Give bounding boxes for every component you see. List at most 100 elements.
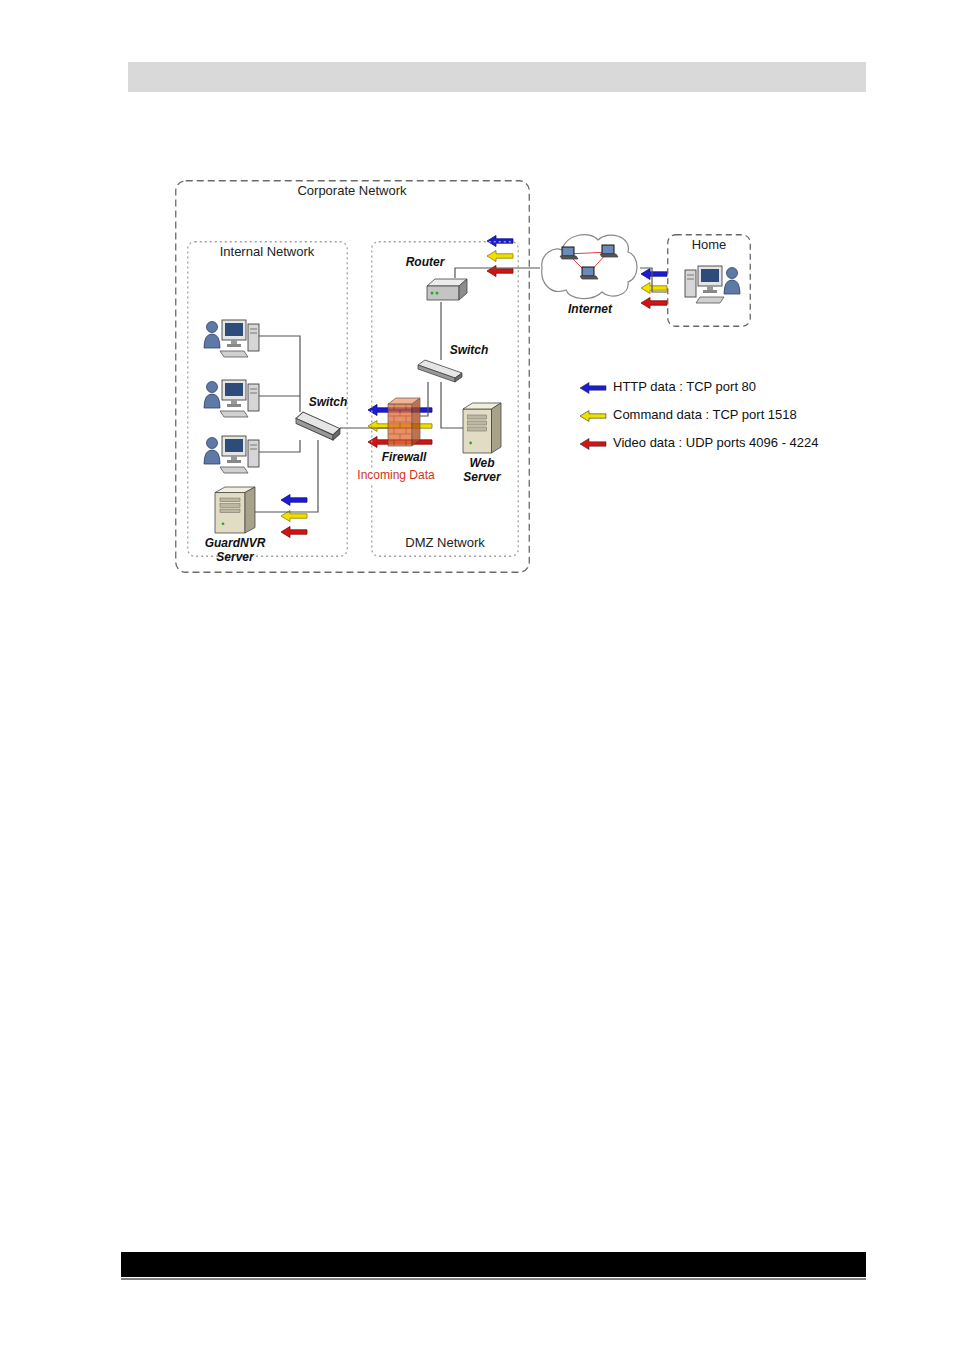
legend-text: Command data : TCP port 1518 <box>613 408 797 423</box>
legend-text: HTTP data : TCP port 80 <box>613 380 756 395</box>
zone-outline <box>188 242 348 557</box>
footer-rule <box>121 1279 866 1280</box>
header-bar <box>128 62 866 92</box>
server-front <box>215 493 245 533</box>
device-label: Switch <box>450 344 489 358</box>
switch-side <box>455 373 462 382</box>
brick-line <box>406 428 407 434</box>
brick-line <box>394 440 395 446</box>
device-label: Web Server <box>457 457 507 485</box>
zone-outline <box>372 242 519 557</box>
zone-outline <box>668 235 751 327</box>
network-link <box>441 382 463 428</box>
brick-line <box>406 404 407 410</box>
wire <box>259 440 300 452</box>
switch-front <box>296 418 333 440</box>
server-icon-shape <box>215 487 255 533</box>
network-zone: SwitchGuardNVR Server Internal Network <box>187 241 348 557</box>
wall-side <box>412 398 420 446</box>
video-arrow <box>281 527 307 538</box>
legend-swatch <box>579 437 607 451</box>
brick-line <box>394 404 395 410</box>
drive-bay <box>220 504 240 508</box>
legend-swatch <box>579 409 607 423</box>
firewall-wall <box>388 398 420 446</box>
switch-front <box>418 365 455 382</box>
video-arrow <box>487 266 513 277</box>
workstation-icon <box>204 436 259 473</box>
legend-swatch <box>579 381 607 395</box>
laptop-base <box>560 256 578 259</box>
laptop-screen <box>602 245 614 254</box>
switch-icon-shape <box>296 412 340 440</box>
workstation-icon <box>685 266 740 303</box>
network-link <box>420 382 428 416</box>
flow-note: Incoming Data <box>355 469 436 483</box>
server-light <box>222 523 225 526</box>
router-icon: Router <box>427 278 467 302</box>
firewall-icon-shape <box>388 398 420 446</box>
legend-row: Video data : UDP ports 4096 - 4224 <box>579 436 879 452</box>
server-icon: GuardNVR Server <box>215 487 255 533</box>
laptop-screen <box>562 247 574 256</box>
switch-side <box>333 429 340 440</box>
legend-arrow <box>580 411 606 422</box>
video-arrow <box>641 298 667 309</box>
drive-bay <box>468 415 487 419</box>
zone-label: DMZ Network <box>405 536 484 551</box>
drive-bay <box>220 498 240 502</box>
network-link <box>455 268 540 278</box>
brick-line <box>388 416 412 417</box>
network-link <box>640 268 667 292</box>
zone-outline <box>176 181 530 573</box>
http-arrow <box>487 236 513 247</box>
laptop-base <box>580 276 598 279</box>
switch-icon: Switch <box>418 360 462 382</box>
brick-line <box>400 410 401 416</box>
command-arrow <box>487 251 513 262</box>
wall-front <box>388 404 412 446</box>
server-icon: Web Server <box>463 403 501 453</box>
workstation-icon <box>204 380 259 417</box>
laptop-base <box>600 254 618 257</box>
router-icon-shape <box>427 278 467 302</box>
server-front <box>463 409 492 453</box>
device-label: Switch <box>309 396 348 410</box>
legend-arrow <box>580 383 606 394</box>
brick-line <box>388 440 412 441</box>
brick-line <box>394 428 395 434</box>
http-arrow <box>281 495 307 506</box>
internet-cloud: Internet <box>540 228 640 300</box>
brick-line <box>406 416 407 422</box>
http-arrow <box>641 269 667 280</box>
legend-row: HTTP data : TCP port 80 <box>579 380 879 396</box>
router-side <box>459 279 467 300</box>
brick-line <box>400 422 401 428</box>
brick-line <box>412 410 413 416</box>
device-label: GuardNVR Server <box>199 537 271 565</box>
internet-cloud-shape <box>540 228 640 300</box>
home-zone: Home <box>667 234 751 327</box>
legend: HTTP data : TCP port 80Command data : TC… <box>0 0 954 1</box>
router-front <box>427 286 459 300</box>
network-zone: SwitchGuardNVR Server Internal NetworkRou… <box>175 180 530 573</box>
drive-bay <box>220 509 240 513</box>
device-label: Router <box>406 256 445 270</box>
server-light <box>469 442 472 445</box>
device-label: Firewall <box>382 451 427 465</box>
flow-arrows <box>281 236 667 538</box>
brick-line <box>412 422 413 428</box>
wire <box>259 336 300 412</box>
brick-line <box>406 440 407 446</box>
switch-icon: Switch <box>296 412 340 440</box>
router-light <box>431 292 434 295</box>
server-side <box>245 487 255 533</box>
legend-row: Command data : TCP port 1518 <box>579 408 879 424</box>
network-link <box>440 302 441 360</box>
zone-label: Internal Network <box>220 245 315 260</box>
drive-bay <box>468 427 487 431</box>
zone-label: Corporate Network <box>297 184 406 199</box>
